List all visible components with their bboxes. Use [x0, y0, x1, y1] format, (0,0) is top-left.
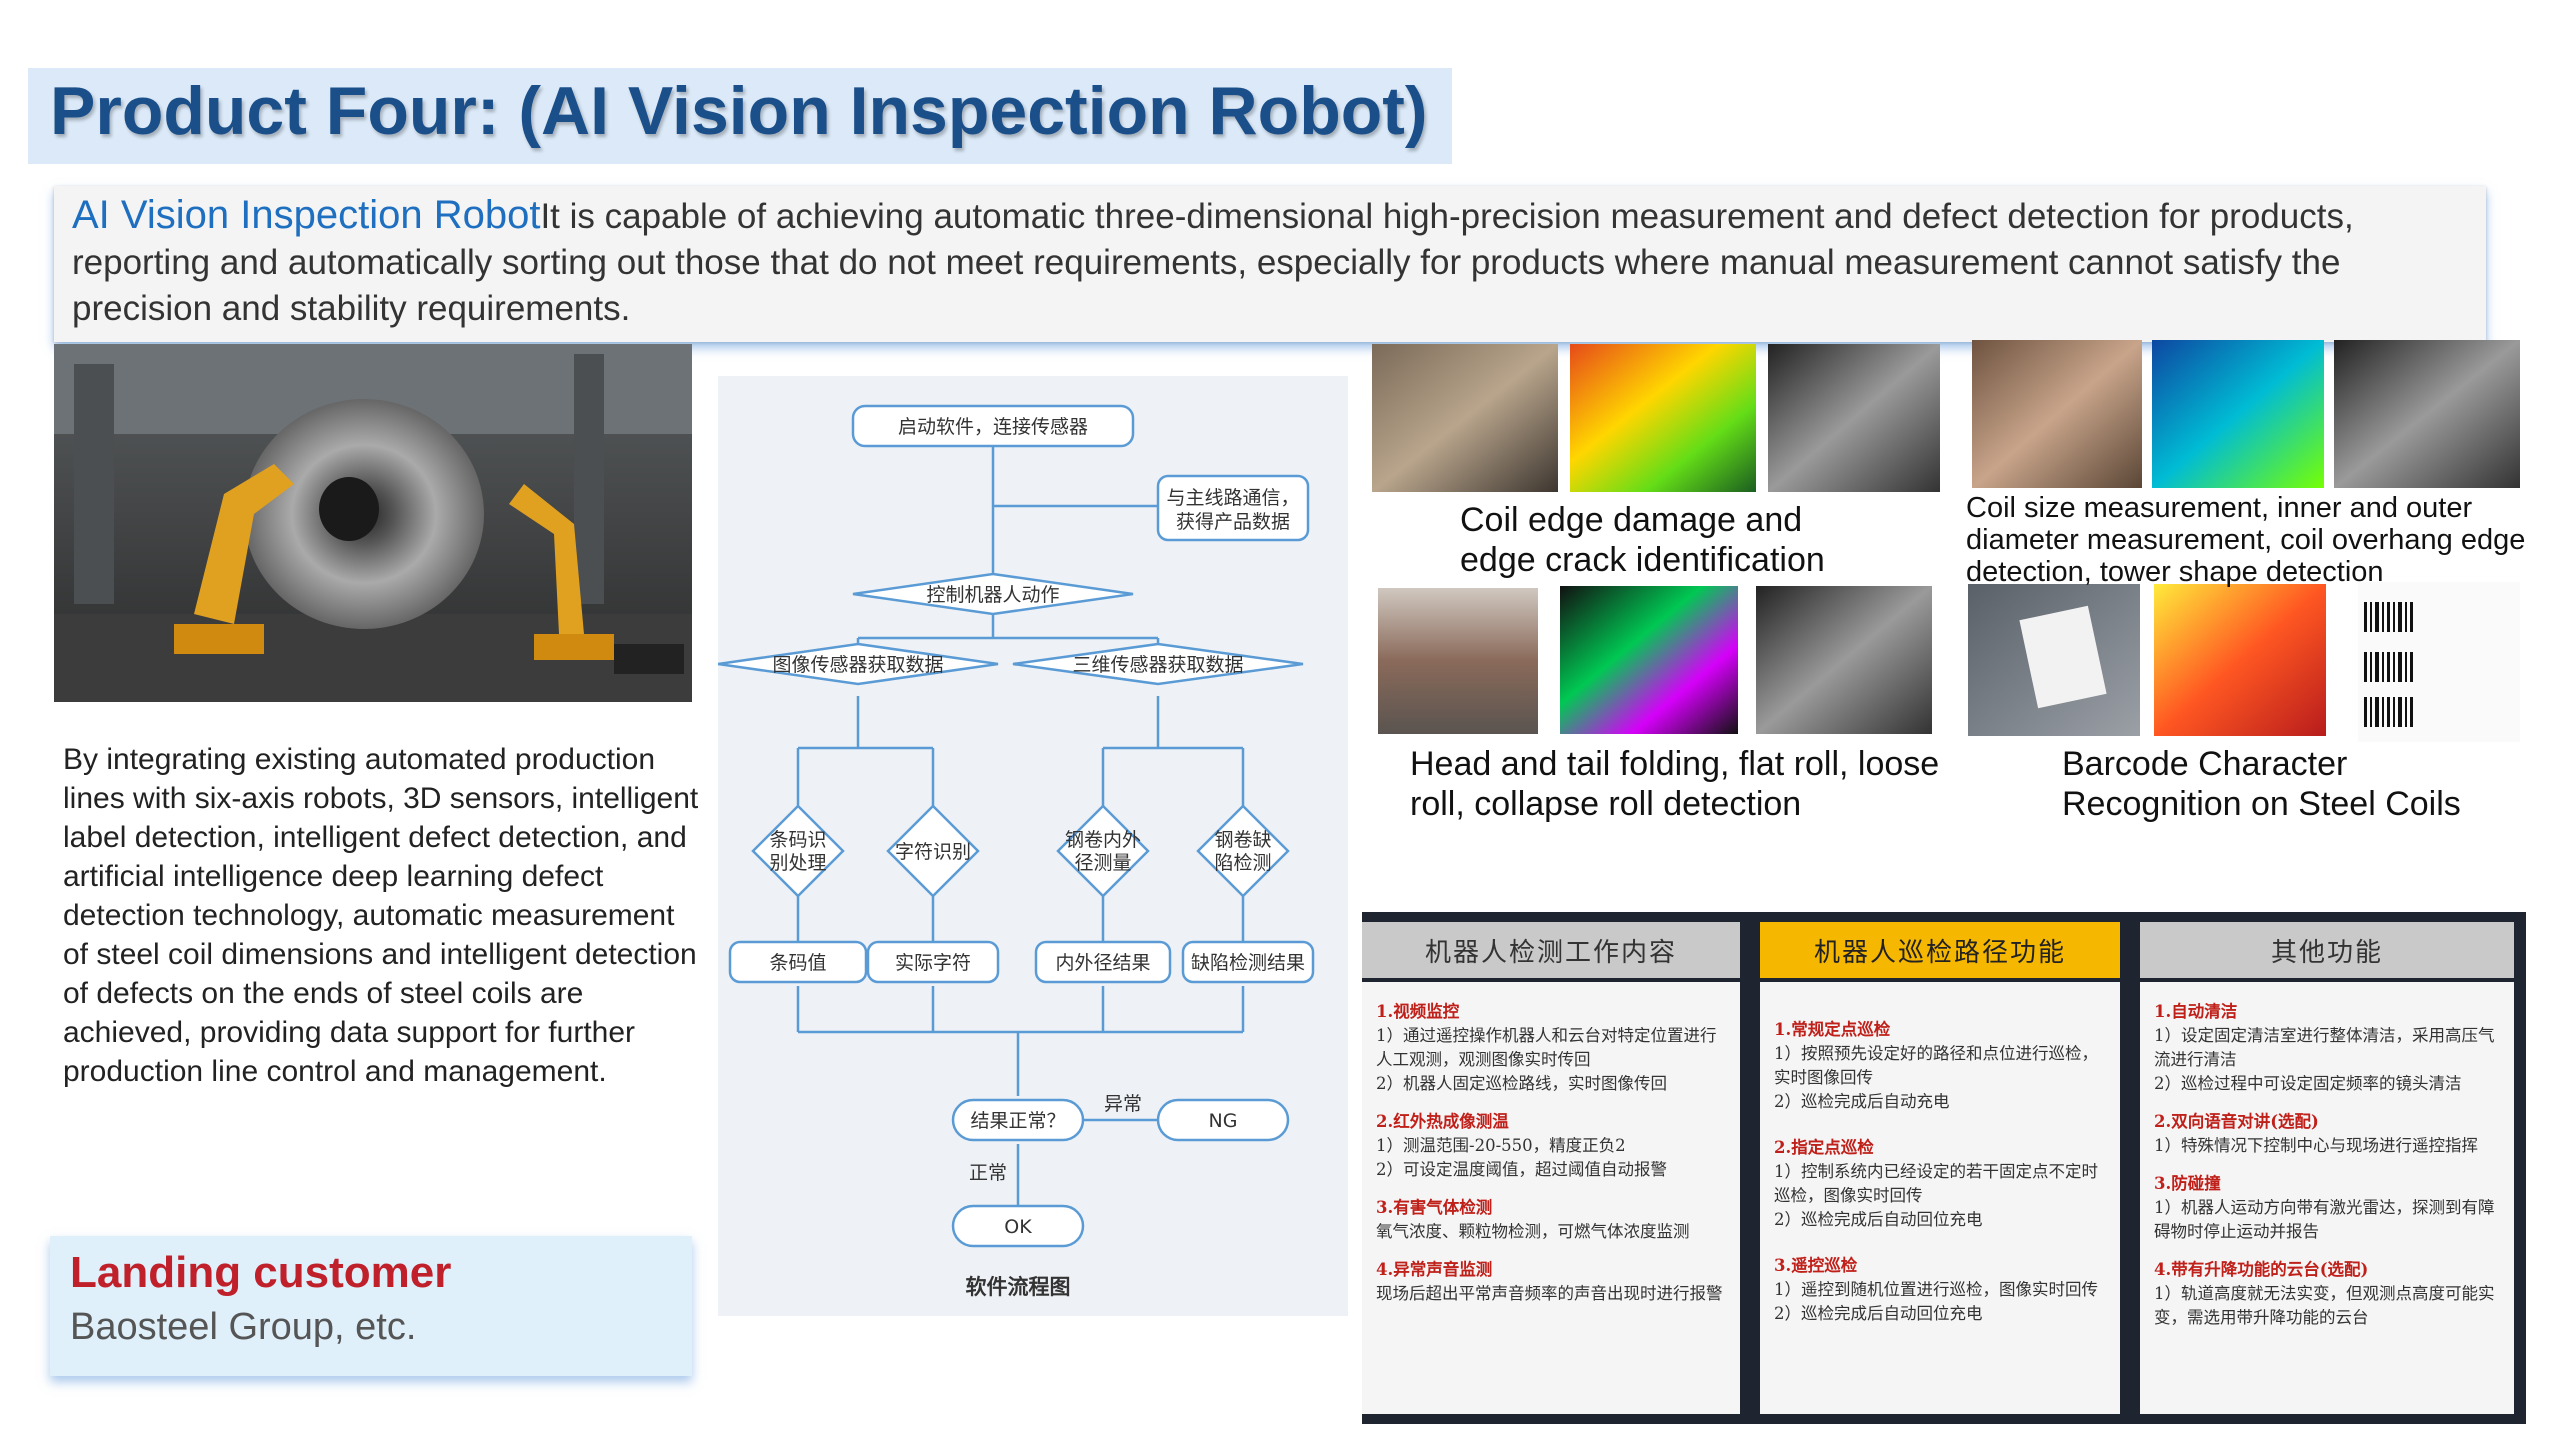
- landing-customer-box: [50, 1236, 692, 1376]
- caption-folding: Head and tail folding, flat roll, loose …: [1410, 745, 1940, 823]
- flow-defect-res: 缺陷检测结果: [1191, 952, 1305, 974]
- flow-image-sensor: 图像传感器获取数据: [772, 654, 943, 676]
- col1-sec4-title: 4.异常声音监测: [1376, 1260, 1493, 1279]
- flow-defect: 钢卷缺: [1214, 829, 1271, 851]
- col2-sec2-line1: 1）控制系统内已经设定的若干固定点不定时巡检，图像实时回传: [1774, 1162, 2098, 1205]
- page-title: Product Four: (AI Vision Inspection Robo…: [50, 73, 1428, 149]
- flow-3d-sensor: 三维传感器获取数据: [1072, 654, 1243, 676]
- col3-sec2-line1: 1）特殊情况下控制中心与现场进行遥控指挥: [2154, 1136, 2478, 1155]
- coil-edge-images: [1372, 344, 1940, 494]
- col3-sec2-title: 2.双向语音对讲(选配): [2154, 1112, 2319, 1131]
- col1-sec2-line1: 1）测温范围-20-550，精度正负2: [1376, 1136, 1626, 1155]
- caption-barcode: Barcode Character Recognition on Steel C…: [2062, 745, 2461, 823]
- flow-diameter-res: 内外径结果: [1055, 952, 1150, 974]
- flow-char: 字符识别: [895, 841, 971, 863]
- landing-title: Landing customer: [70, 1248, 452, 1297]
- flow-comm: 与主线路通信，: [1166, 487, 1299, 509]
- col1-sec3-line1: 氧气浓度、颗粒物检测，可燃气体浓度监测: [1376, 1222, 1690, 1241]
- col-header-2: 机器人巡检路径功能: [1760, 922, 2120, 978]
- software-flowchart: 启动软件，连接传感器 与主线路通信， 获得产品数据 控制机器人动作 图像传感器获…: [717, 376, 1348, 1316]
- col3-sec1-line2: 2）巡检过程中可设定固定频率的镜头清洁: [2154, 1074, 2462, 1093]
- landing-subtitle: Baosteel Group, etc.: [70, 1306, 417, 1348]
- intro-heading: AI Vision Inspection Robot: [72, 193, 541, 237]
- flow-char-val: 实际字符: [895, 952, 971, 974]
- col-body-3: 1.自动清洁 1）设定固定清洁室进行整体清洁，采用高压气流进行清洁 2）巡检过程…: [2140, 982, 2514, 1414]
- col-body-1: 1.视频监控 1）通过遥控操作机器人和云台对特定位置进行人工观测，观测图像实时传…: [1362, 982, 1740, 1414]
- col2-sec1-title: 1.常规定点巡检: [1774, 1020, 1891, 1039]
- intro-box: [54, 186, 2486, 342]
- title-banner: [28, 68, 1452, 164]
- robot-function-table: 机器人检测工作内容 机器人巡检路径功能 其他功能 1.视频监控 1）通过遥控操作…: [1362, 912, 2526, 1424]
- col1-sec4-line1: 现场后超出平常声音频率的声音出现时进行报警: [1376, 1284, 1723, 1303]
- flow-ng: NG: [1209, 1110, 1238, 1132]
- col3-sec1-line1: 1）设定固定清洁室进行整体清洁，采用高压气流进行清洁: [2154, 1026, 2495, 1069]
- barcode-images: [1968, 582, 2520, 742]
- col2-sec1-line1: 1）按照预先设定好的路径和点位进行巡检，实时图像回传: [1774, 1044, 2098, 1087]
- coil-size-images: [1972, 340, 2520, 490]
- col-body-2: 1.常规定点巡检 1）按照预先设定好的路径和点位进行巡检，实时图像回传 2）巡检…: [1760, 982, 2120, 1414]
- folding-images: [1372, 586, 1932, 736]
- flow-start: 启动软件，连接传感器: [898, 416, 1088, 438]
- flow-barcode-2: 别处理: [769, 852, 826, 874]
- caption-edge: Coil edge damage and edge crack identifi…: [1460, 501, 1825, 579]
- flow-comm-2: 获得产品数据: [1176, 511, 1290, 533]
- flow-normal: 正常: [969, 1162, 1007, 1184]
- col-header-3: 其他功能: [2140, 922, 2514, 978]
- flow-diameter: 钢卷内外: [1065, 829, 1141, 851]
- flow-barcode: 条码识: [769, 829, 826, 851]
- flow-defect-2: 陷检测: [1214, 852, 1271, 874]
- flow-caption: 软件流程图: [966, 1275, 1071, 1299]
- flow-ok: OK: [1004, 1216, 1032, 1238]
- flow-robot: 控制机器人动作: [926, 584, 1059, 606]
- col3-sec4-title: 4.带有升降功能的云台(选配): [2154, 1260, 2369, 1279]
- col3-sec3-title: 3.防碰撞: [2154, 1174, 2221, 1193]
- intro-body: It is capable of achieving automatic thr…: [72, 197, 2354, 328]
- flow-abnormal: 异常: [1104, 1093, 1142, 1115]
- description-text: By integrating existing automated produc…: [63, 743, 699, 1088]
- col1-sec3-title: 3.有害气体检测: [1376, 1198, 1493, 1217]
- col3-sec3-line1: 1）机器人运动方向带有激光雷达，探测到有障碍物时停止运动并报告: [2154, 1198, 2495, 1241]
- caption-size: Coil size measurement, inner and outer d…: [1966, 492, 2526, 588]
- col1-sec1-title: 1.视频监控: [1376, 1002, 1460, 1021]
- col2-sec2-line2: 2）巡检完成后自动回位充电: [1774, 1210, 1983, 1229]
- factory-robot-photo: [54, 344, 692, 702]
- flow-decision: 结果正常？: [970, 1110, 1065, 1132]
- col2-sec3-line2: 2）巡检完成后自动回位充电: [1774, 1304, 1983, 1323]
- col2-sec3-title: 3.遥控巡检: [1774, 1256, 1858, 1275]
- flow-diameter-2: 径测量: [1074, 852, 1131, 874]
- col1-sec1-line1: 1）通过遥控操作机器人和云台对特定位置进行人工观测，观测图像实时传回: [1376, 1026, 1717, 1069]
- col3-sec1-title: 1.自动清洁: [2154, 1002, 2238, 1021]
- col1-sec2-title: 2.红外热成像测温: [1376, 1112, 1509, 1131]
- col1-sec2-line2: 2）可设定温度阈值，超过阈值自动报警: [1376, 1160, 1667, 1179]
- col2-sec3-line1: 1）遥控到随机位置进行巡检，图像实时回传: [1774, 1280, 2098, 1299]
- col-header-1: 机器人检测工作内容: [1362, 922, 1740, 978]
- intro-paragraph: AI Vision Inspection RobotIt is capable …: [72, 192, 2478, 332]
- col3-sec4-line1: 1）轨道高度就无法实变，但观测点高度可能实变，需选用带升降功能的云台: [2154, 1284, 2495, 1327]
- col2-sec2-title: 2.指定点巡检: [1774, 1138, 1874, 1157]
- flow-barcode-val: 条码值: [769, 952, 826, 974]
- col1-sec1-line2: 2）机器人固定巡检路线，实时图像传回: [1376, 1074, 1667, 1093]
- col2-sec1-line2: 2）巡检完成后自动充电: [1774, 1092, 1950, 1111]
